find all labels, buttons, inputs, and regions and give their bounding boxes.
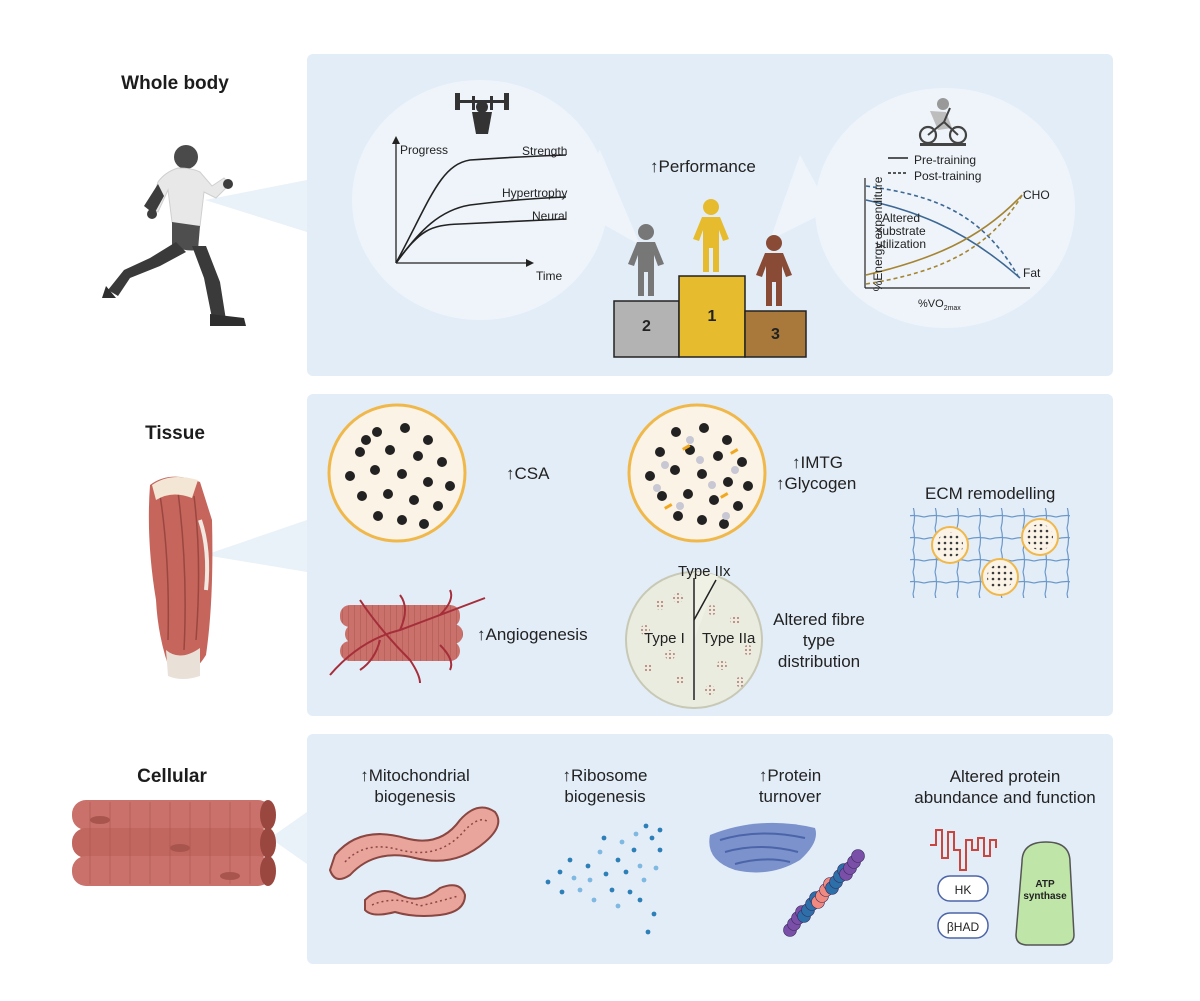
energy-chart-bubble bbox=[770, 88, 1075, 328]
ribosome-dots-icon bbox=[545, 823, 663, 935]
substrate-annotation: Altered substrate utilization bbox=[875, 211, 927, 251]
performance-label: ↑Performance bbox=[650, 157, 756, 176]
mito-biogenesis-label: ↑Mitochondrial biogenesis bbox=[360, 766, 470, 806]
csa-label: ↑CSA bbox=[506, 464, 550, 483]
cho-pre-line bbox=[865, 194, 1023, 276]
strength-curve bbox=[395, 154, 567, 264]
person-third-icon bbox=[756, 235, 792, 306]
hk-badge bbox=[937, 875, 989, 902]
series-label-cho: CHO bbox=[1023, 188, 1050, 202]
fat-pre-line bbox=[865, 199, 1021, 279]
label-whole-body: Whole body bbox=[121, 73, 229, 94]
imtg-glycogen-cross-section bbox=[627, 403, 767, 543]
series-label-neural: Neural bbox=[532, 209, 568, 223]
progress-x-label: Time bbox=[536, 269, 563, 283]
altered-protein-label: Altered protein abundance and function bbox=[914, 767, 1096, 807]
imtg-label: ↑IMTG bbox=[792, 453, 843, 472]
ecm-label: ECM remodelling bbox=[925, 484, 1056, 503]
neural-curve bbox=[395, 218, 567, 264]
series-label-fat: Fat bbox=[1023, 266, 1041, 280]
person-first-icon bbox=[693, 199, 729, 272]
podium bbox=[613, 199, 807, 358]
type-iix-label: Type IIx bbox=[678, 563, 731, 580]
atp-synthase-shape bbox=[1015, 841, 1075, 946]
proteasome-icon bbox=[783, 849, 865, 937]
fibre-type-cross-section bbox=[625, 571, 763, 709]
angiogenesis-label: ↑Angiogenesis bbox=[477, 625, 588, 644]
ribosome-biogenesis-label: ↑Ribosome biogenesis bbox=[562, 766, 648, 806]
podium-third-number: 3 bbox=[771, 326, 780, 343]
type-i-label: Type I bbox=[644, 630, 685, 647]
podium-first-number: 1 bbox=[707, 308, 717, 325]
cyclist-icon bbox=[918, 98, 968, 146]
hk-label: HK bbox=[954, 883, 972, 897]
legend-pre-training: Pre-training bbox=[914, 153, 977, 167]
label-cellular: Cellular bbox=[137, 766, 207, 787]
fibre-type-label: Altered fibre type distribution bbox=[773, 610, 865, 671]
progress-y-label: Progress bbox=[400, 143, 449, 157]
podium-second-number: 2 bbox=[642, 318, 651, 335]
beam-cellular bbox=[270, 812, 307, 864]
type-iia-label: Type IIa bbox=[702, 630, 756, 647]
protein-turnover-label: ↑Protein turnover bbox=[758, 766, 822, 806]
bhad-label: βHAD bbox=[946, 920, 980, 934]
beam-tissue bbox=[205, 520, 307, 572]
hypertrophy-curve bbox=[395, 196, 567, 264]
series-label-hypertrophy: Hypertrophy bbox=[502, 186, 568, 200]
glycogen-label: ↑Glycogen bbox=[776, 474, 857, 493]
muscle-fibre-bundle-icon bbox=[72, 800, 276, 886]
atp-synthase-label: ATP synthase bbox=[1023, 879, 1067, 902]
beam-whole-body bbox=[205, 180, 307, 232]
endoplasmic-reticulum-icon bbox=[709, 822, 816, 873]
label-tissue: Tissue bbox=[145, 423, 205, 444]
progress-chart-bubble bbox=[352, 80, 640, 320]
membrane-protein-icon bbox=[930, 829, 997, 871]
csa-cross-section bbox=[327, 403, 467, 543]
bhad-badge bbox=[937, 912, 989, 939]
energy-x-label: %VO2max bbox=[918, 298, 961, 313]
ecm-network bbox=[910, 508, 1070, 598]
weightlifter-icon bbox=[455, 93, 509, 134]
person-second-icon bbox=[628, 224, 664, 296]
thigh-muscle-icon bbox=[148, 476, 213, 679]
runner-icon bbox=[102, 145, 246, 326]
legend-post-training: Post-training bbox=[914, 169, 982, 183]
cho-post-line bbox=[865, 191, 1025, 285]
fat-post-line bbox=[865, 185, 1019, 277]
angiogenesis-muscle-icon bbox=[329, 589, 486, 684]
mitochondria-icon bbox=[328, 806, 500, 917]
series-label-strength: Strength bbox=[522, 144, 568, 158]
